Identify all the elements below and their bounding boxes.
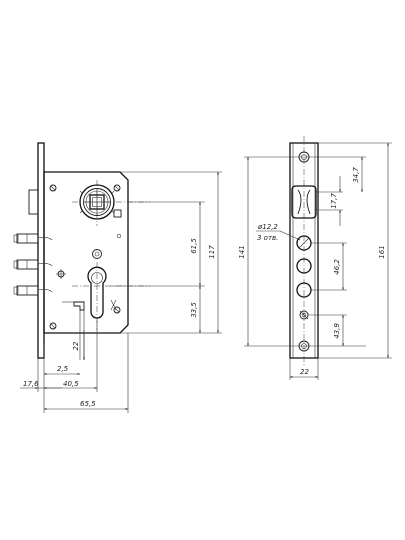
dim-46-2: 46,2: [333, 259, 341, 275]
bolt-3: [16, 285, 39, 296]
dim-33-5: 33,5: [190, 302, 198, 318]
cylinder-cutout: [87, 266, 107, 319]
hole-count-label: 3 отв.: [257, 234, 278, 242]
dim-141: 141: [238, 245, 246, 258]
vertical-dimensions: [83, 171, 219, 361]
horizontal-dimensions: [20, 373, 129, 410]
dim-22-width: 22: [300, 368, 309, 376]
dim-34-7: 34,7: [352, 167, 360, 183]
dim-43-9: 43,9: [333, 323, 341, 339]
extension-lines: [37, 171, 222, 413]
screw-top-left: [49, 184, 57, 192]
screw-top-right: [113, 184, 121, 192]
dim-117: 117: [208, 245, 216, 259]
bolt-2: [16, 259, 39, 270]
dim-2-5: 2,5: [57, 365, 69, 373]
faceplate-dimensions: [247, 142, 389, 378]
screw-bottom-left: [49, 322, 57, 330]
dim-40-5: 40,5: [63, 380, 79, 388]
screw-center: [92, 249, 102, 259]
lock-side-view: 61,5 117 33,5 22 2,5 17,6 40,5 65,5: [13, 142, 222, 413]
dim-17-6: 17,6: [23, 380, 39, 388]
dim-22-vertical: 22: [72, 341, 80, 350]
lock-faceplate: [37, 142, 45, 359]
faceplate-view: 34,7 17,7 46,2 43,9 141 161 22 ø12,2 3 о…: [238, 136, 392, 380]
latch-window: [291, 185, 317, 219]
screw-bottom-right: [113, 306, 121, 314]
dim-17-7: 17,7: [330, 193, 338, 209]
dim-61-5: 61,5: [190, 238, 198, 254]
mount-screws: [49, 184, 122, 330]
hole-diameter-label: ø12,2: [257, 223, 278, 231]
dim-161: 161: [378, 245, 386, 258]
dim-65-5: 65,5: [80, 400, 96, 408]
bolt-1: [16, 233, 39, 244]
hole-callout: ø12,2 3 отв.: [256, 223, 301, 242]
lock-bolts: [13, 233, 39, 296]
lock-top-tab: [28, 189, 39, 215]
